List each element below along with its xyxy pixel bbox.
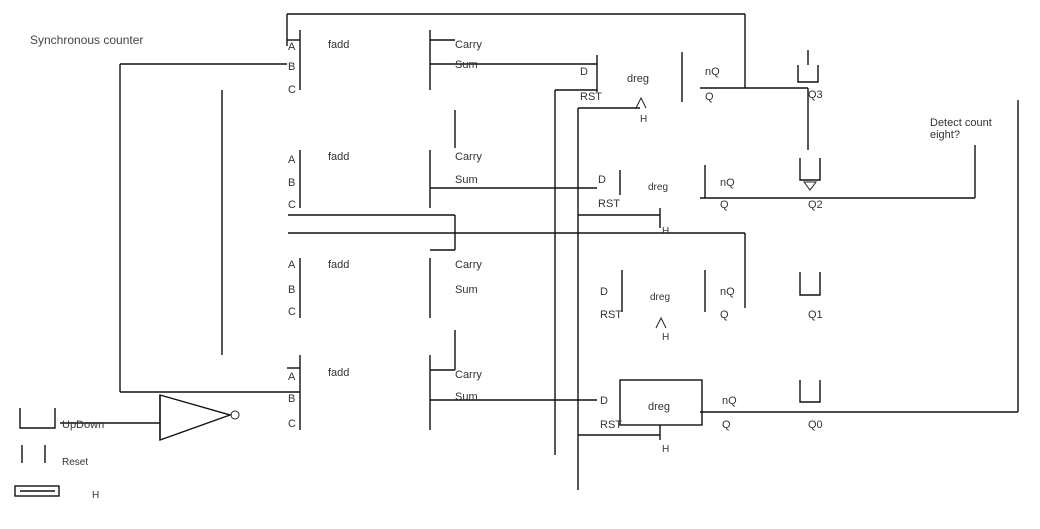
dreg-2-q: Q [720,309,729,321]
adder-1-in-a: A [288,154,296,166]
adder-2-sum: Sum [455,284,478,296]
dreg-1-q: Q [720,199,729,211]
dreg-2-rst: RST [600,309,622,321]
dreg-2-name: dreg [650,292,670,303]
adder-1-sum: Sum [455,174,478,186]
adder-0-sum: Sum [455,59,478,71]
adder-2-name: fadd [328,259,349,271]
buffer-gate [159,394,240,441]
dreg-3: D RST dreg nQ Q H [600,379,737,455]
adder-3: A B C fadd Carry Sum [287,355,482,430]
dreg-1-clk: H [662,226,669,237]
output-label-q1: Q1 [808,309,823,321]
detect-label: Detect count eight? [930,117,992,141]
adder-2-in-c: C [288,306,296,318]
dreg-1-d: D [598,174,606,186]
adder-2-carry: Carry [455,259,482,271]
adder-0-in-b: B [288,61,295,73]
adder-0: A B C fadd Carry Sum [287,30,482,96]
dreg-0-clk: H [640,114,647,125]
output-pin-q3: Q3 [797,50,823,101]
output-pin-q1: Q1 [799,272,823,321]
dreg-0-name: dreg [627,73,649,85]
dreg-0-q: Q [705,91,714,103]
wires [60,13,1019,490]
input-updown-label: UpDown [62,419,104,431]
output-label-q2: Q2 [808,199,823,211]
dreg-2-clk: H [662,332,669,343]
adder-1: A B C fadd Carry Sum [288,150,482,211]
adder-0-in-c: C [288,84,296,96]
dreg-0-rst: RST [580,91,602,103]
output-pin-q0: Q0 [799,380,823,431]
output-label-q3: Q3 [808,89,823,101]
adder-3-in-c: C [288,418,296,430]
adder-2-in-b: B [288,284,295,296]
dreg-2-d: D [600,286,608,298]
dreg-1-nq: nQ [720,177,735,189]
diagram-title: Synchronous counter [30,33,143,47]
adder-1-name: fadd [328,151,349,163]
adder-2: A B C fadd Carry Sum [288,258,482,318]
adder-1-carry: Carry [455,151,482,163]
input-reset-label: Reset [62,457,88,468]
detect-label-line1: Detect count [930,117,992,129]
detect-label-line2: eight? [930,129,960,141]
dreg-0: D RST dreg nQ Q H [580,52,720,125]
dreg-1-rst: RST [598,198,620,210]
adder-3-in-a: A [288,371,296,383]
dreg-2-nq: nQ [720,286,735,298]
dreg-3-clk: H [662,444,669,455]
dreg-0-nq: nQ [705,66,720,78]
input-clock: H [14,485,99,501]
adder-3-in-b: B [288,393,295,405]
adder-0-in-a: A [288,41,296,53]
dreg-1-name: dreg [648,182,668,193]
dreg-0-d: D [580,66,588,78]
adder-0-carry: Carry [455,39,482,51]
adder-3-carry: Carry [455,369,482,381]
adder-3-sum: Sum [455,391,478,403]
dreg-2: D RST dreg nQ Q H [600,270,735,343]
dreg-3-d: D [600,395,608,407]
adder-2-in-a: A [288,259,296,271]
adder-1-in-b: B [288,177,295,189]
dreg-3-nq: nQ [722,395,737,407]
dreg-1: D RST dreg nQ Q H [598,165,735,237]
dreg-3-q: Q [722,419,731,431]
adder-3-name: fadd [328,367,349,379]
dreg-3-rst: RST [600,419,622,431]
output-pin-q2: Q2 [799,158,823,211]
input-updown: UpDown [19,408,104,431]
adder-1-in-c: C [288,199,296,211]
input-clock-label: H [92,490,99,501]
output-label-q0: Q0 [808,419,823,431]
input-reset: Reset [21,445,88,468]
dreg-3-name: dreg [648,401,670,413]
adder-0-name: fadd [328,39,349,51]
